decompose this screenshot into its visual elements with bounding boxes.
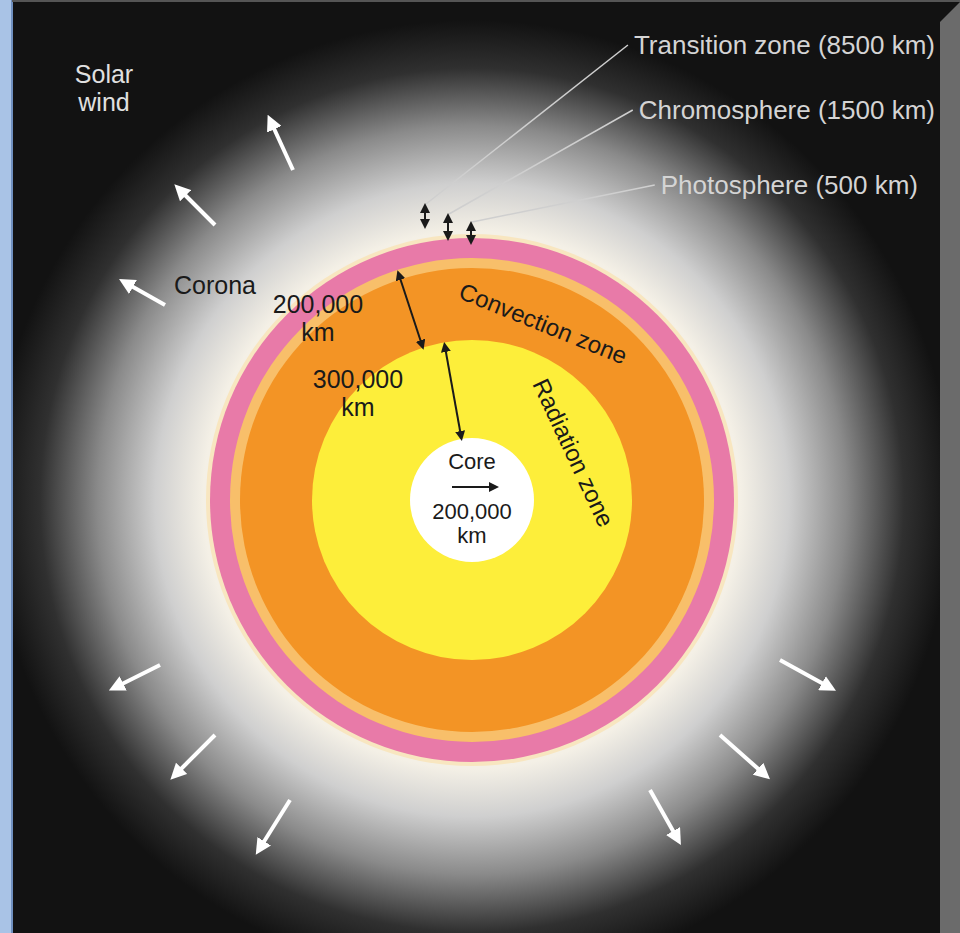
- convection-depth-arrow: [399, 275, 422, 345]
- solar-wind-arrows: [116, 122, 829, 848]
- zone-name: Core: [448, 450, 496, 474]
- core-radius-arrow: [452, 486, 494, 488]
- leader-lines: [426, 45, 655, 222]
- leader-line: [426, 45, 628, 204]
- zone-name: Radiation zone: [527, 375, 619, 531]
- dimension-label: 300,000 km: [313, 366, 403, 421]
- layer-label: Photosphere (500 km): [661, 171, 918, 200]
- strip-edge: [11, 0, 13, 933]
- frame-bevel: [940, 2, 960, 933]
- leader-line: [472, 185, 655, 222]
- outer-edge: [206, 234, 738, 766]
- leader-line: [449, 110, 633, 214]
- corona-glow: [12, 0, 940, 933]
- core: Core 200,000 km: [410, 438, 534, 562]
- layer-label: Chromosphere (1500 km): [639, 96, 935, 125]
- frame-top: [12, 0, 960, 2]
- chromosphere-ring: [210, 238, 734, 762]
- photosphere-tick: [470, 226, 472, 240]
- radiation-depth-arrow: [445, 347, 461, 436]
- solar-wind-label: Solar wind: [75, 61, 133, 116]
- chromosphere-tick: [447, 218, 449, 236]
- dimension-label: 200,000 km: [273, 291, 363, 346]
- transition-tick: [424, 208, 426, 224]
- photosphere-ring: [230, 258, 714, 742]
- dimension-label: 200,000 km: [432, 500, 512, 548]
- corona-label: Corona: [174, 272, 256, 300]
- layer-label: Transition zone (8500 km): [634, 31, 935, 60]
- side-strip: [0, 0, 12, 933]
